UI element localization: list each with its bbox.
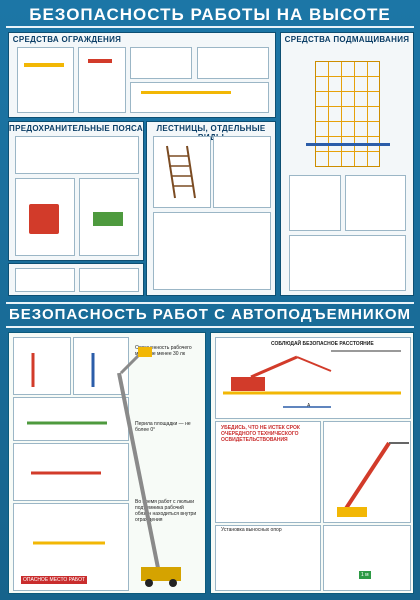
supports-card [215,525,321,591]
ladder-illustration-3 [153,212,271,290]
ladder-illustration-1 [153,136,211,208]
crane-sketch [337,441,409,517]
lift-sketch [27,347,181,587]
lift-card-1 [13,337,71,395]
guards-panel: СРЕДСТВА ОГРАЖДЕНИЯ [8,32,276,118]
distance-A: А [307,403,311,409]
distance-sketch [223,350,401,408]
misc-illustration-2 [79,268,139,292]
scaffold-detail-1 [289,175,341,231]
red-rail [88,59,112,63]
guard-illustration-1 [17,47,74,113]
belts-illustration-1 [15,136,139,174]
height-card [323,525,411,591]
guards-title: СРЕДСТВА ОГРАЖДЕНИЯ [12,35,122,44]
lift-card-3 [13,397,129,441]
misc-illustration-1 [15,268,75,292]
scaffold-detail-3 [289,235,406,291]
belts-panel: ПРЕДОХРАНИТЕЛЬНЫЕ ПОЯСА [8,121,144,261]
inspection-label: УБЕДИСЬ, ЧТО НЕ ИСТЕК СРОК ОЧЕРЕДНОГО ТЕ… [221,425,300,443]
guard-illustration-5 [130,82,269,113]
belts-title: ПРЕДОХРАНИТЕЛЬНЫЕ ПОЯСА [9,124,143,133]
yellow-rail [24,63,64,67]
ladder-sketch [166,145,196,199]
poster-title-bottom: БЕЗОПАСНОСТЬ РАБОТ С АВТОПОДЪЕМНИКОМ [6,302,414,328]
supports-note: Установка выносных опор [221,527,282,533]
railing-note: Перила площадки — не более 0° [135,421,191,433]
misc-panel [8,263,144,296]
scaffold-structure [315,61,380,167]
keep-distance-label: СОБЛЮДАЙ БЕЗОПАСНОЕ РАССТОЯНИЕ [271,341,374,347]
scaffold-floor [306,143,390,146]
scaffolding-title: СРЕДСТВА ПОДМАЩИВАНИЯ [284,35,410,44]
danger-zone-tag: ОПАСНОЕ МЕСТО РАБОТ [21,576,88,584]
crane-card [323,421,411,523]
inspection-card [215,421,321,523]
guard-illustration-3 [130,47,192,79]
safety-belt-green [93,212,123,226]
lighting-note: Освещенность рабочего места не менее 30 … [135,345,192,357]
guard-illustration-4 [197,47,269,79]
guard-illustration-2 [78,47,126,113]
yellow-rail-2 [141,91,231,94]
poster-title-top: БЕЗОПАСНОСТЬ РАБОТЫ НА ВЫСОТЕ [6,4,414,28]
ladders-panel: ЛЕСТНИЦЫ, ОТДЕЛЬНЫЕ ВИДЫ [146,121,276,296]
safety-belt-red [29,204,59,234]
lift-panel-right: СОБЛЮДАЙ БЕЗОПАСНОЕ РАССТОЯНИЕ А УБЕДИСЬ… [210,332,414,594]
scaffold-detail-2 [345,175,406,231]
scaffolding-panel: СРЕДСТВА ПОДМАЩИВАНИЯ [280,32,414,296]
lift-panel-left: Освещенность рабочего места не менее 30 … [8,332,206,594]
ladder-illustration-2 [213,136,271,208]
height-label: 1 м [359,571,371,579]
